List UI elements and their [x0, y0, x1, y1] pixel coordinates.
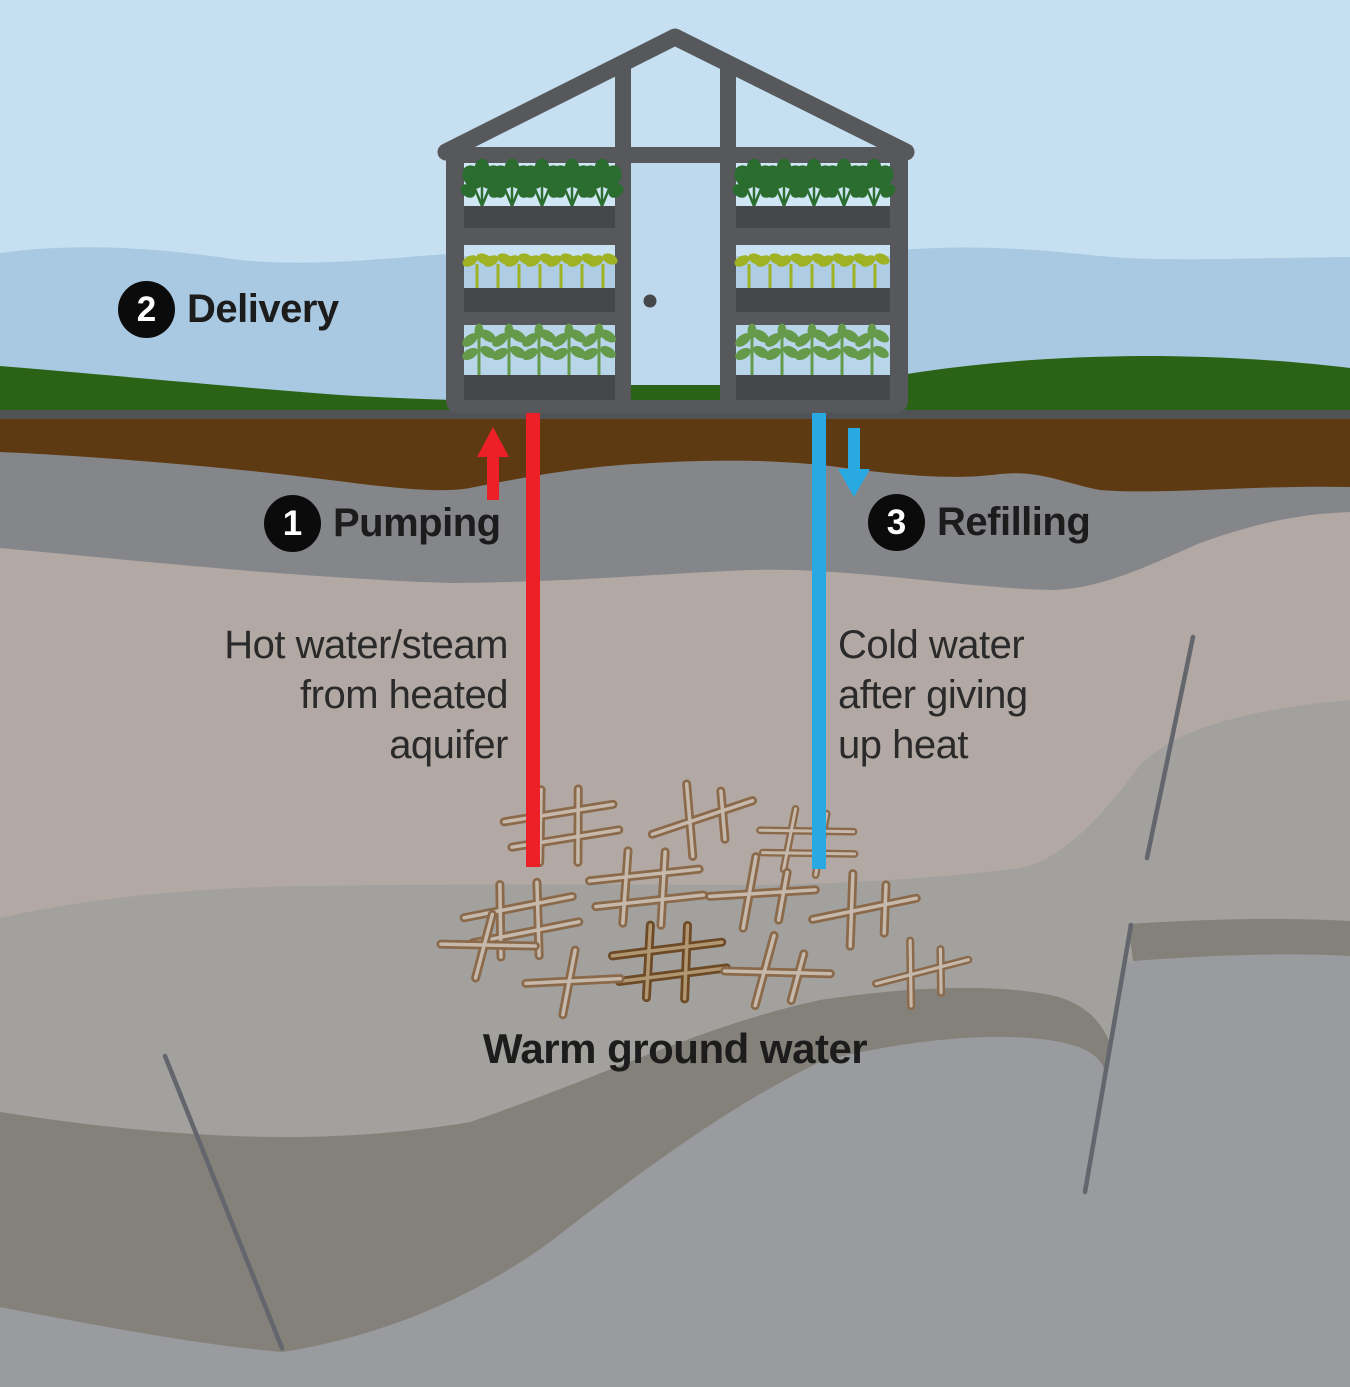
arrow-up-icon [477, 427, 509, 500]
step-3-label: Refilling [937, 500, 1091, 544]
cold-water-pipe [812, 413, 826, 869]
step-3-badge: 3 [868, 494, 925, 551]
fault-crack-right-upper [1144, 634, 1196, 861]
fault-crack-left [162, 1053, 285, 1351]
ground-line [0, 410, 1350, 419]
step-2-badge: 2 [118, 281, 175, 338]
arrow-down-icon [838, 428, 870, 497]
aquifer-label: Warm ground water [482, 1025, 868, 1072]
step-2-label: Delivery [187, 287, 339, 331]
greenhouse-door [631, 163, 720, 400]
hot-water-pipe [526, 413, 540, 867]
step-1-pumping: 1 Pumping [264, 495, 501, 552]
step-1-label: Pumping [333, 501, 501, 545]
door-knob-icon [643, 294, 657, 308]
step-3-refilling: 3 Refilling [868, 494, 1091, 551]
greenhouse [437, 28, 915, 413]
deep-rock-layer [0, 953, 1350, 1387]
grass [0, 356, 1350, 425]
cold-pipe-note: Cold water after giving up heat [838, 623, 1028, 767]
shelves [464, 206, 890, 400]
hot-pipe-note: Hot water/steam from heated aquifer [224, 623, 508, 767]
step-1-badge: 1 [264, 495, 321, 552]
deep-dark-band-offset [1128, 919, 1350, 961]
greenhouse-roof [437, 28, 915, 161]
window-sky-strip [736, 245, 890, 256]
greenhouse-roof-posts [615, 58, 736, 155]
fault-crack-right-lower [1082, 922, 1134, 1195]
step-2-delivery: 2 Delivery [118, 281, 339, 338]
door-grass-strip [631, 385, 720, 400]
window-sky-strip [464, 245, 615, 256]
